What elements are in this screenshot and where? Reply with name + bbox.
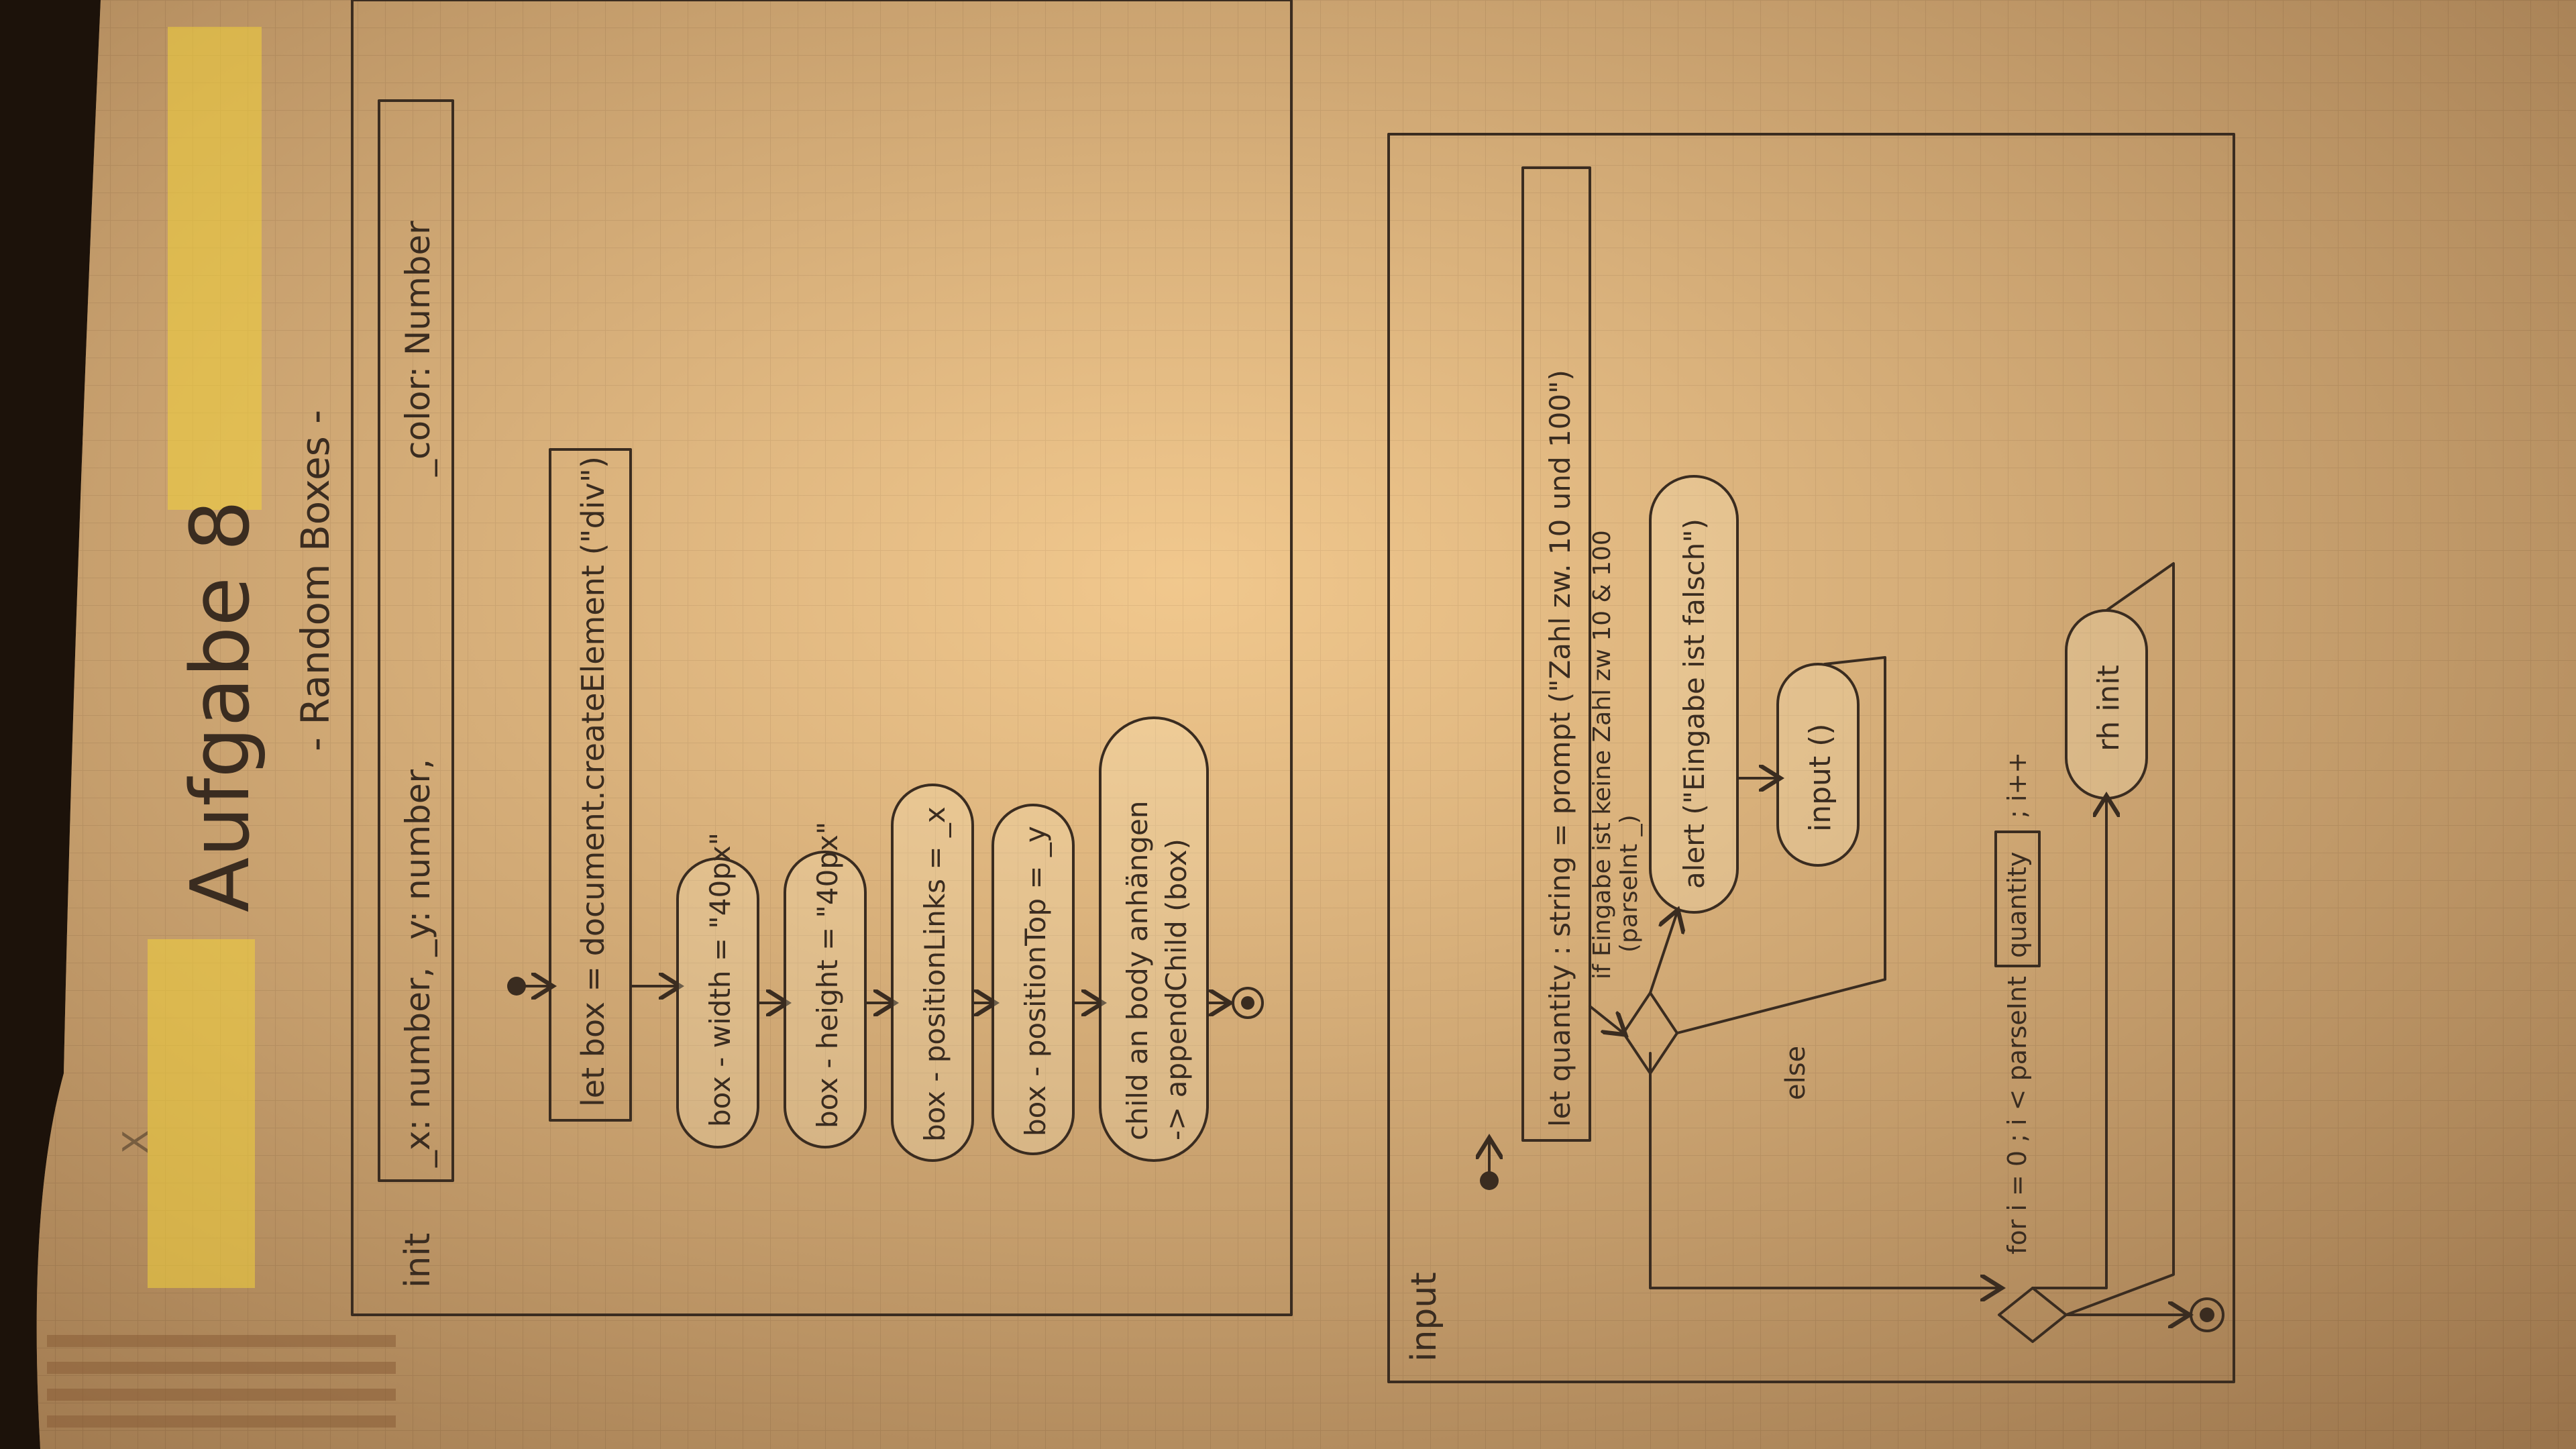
input-prompt-action xyxy=(1521,166,1591,1142)
init-step-top xyxy=(991,804,1075,1155)
input-loop-guard-var-box xyxy=(1994,830,2041,967)
init-step-append xyxy=(1099,716,1209,1162)
init-color-param: _color: Number xyxy=(398,221,437,477)
init-step-append-text: child an body anhängen -> appendChild (b… xyxy=(1121,792,1193,1140)
highlighter-mark-left xyxy=(148,939,255,1288)
page-subtitle: - Random Boxes - xyxy=(292,410,338,751)
input-else-guard: else xyxy=(1780,1046,1811,1100)
input-retry-loop-edge xyxy=(1676,656,1886,1034)
rotated-page-content: Aufgabe 8 - Random Boxes - X init _x: nu… xyxy=(116,0,2235,1383)
margin-mark: X xyxy=(116,1130,156,1154)
input-end-node xyxy=(2190,1297,2224,1332)
init-end-node xyxy=(1232,987,1264,1019)
input-frame-label: input xyxy=(1404,1272,1444,1362)
init-frame xyxy=(351,0,1293,1316)
input-retry-text: input () xyxy=(1803,724,1837,833)
input-loop-back-edge xyxy=(2065,562,2175,1316)
input-loop-enter-edge xyxy=(2031,798,2106,1289)
init-create-box-text: let box = document.createElement ("div") xyxy=(575,456,611,1107)
init-frame-label: init xyxy=(398,1233,438,1288)
init-step-left xyxy=(891,784,974,1162)
init-activity-diagram: init _x: number, _y: number, _color: Num… xyxy=(351,0,1293,1316)
init-step-left-text: box - positionLinks = _x xyxy=(918,806,951,1142)
input-activity-diagram: input let quantity : string = prompt ("Z… xyxy=(1387,133,2235,1383)
input-alert-text: alert ("Eingabe ist falsch") xyxy=(1678,519,1711,889)
input-else-edge xyxy=(1649,1052,1999,1288)
init-step-width-text: box - width = "40px" xyxy=(704,833,737,1127)
paper-sheet xyxy=(36,0,2576,1449)
input-alert-action xyxy=(1649,475,1739,914)
init-start-node xyxy=(507,977,526,996)
init-step-height xyxy=(784,851,867,1148)
notebook-binding xyxy=(47,1335,396,1428)
init-step-height-text: box - height = "40px" xyxy=(811,822,844,1128)
init-create-box-action xyxy=(549,448,632,1122)
input-frame xyxy=(1387,133,2235,1383)
input-loop-guard-var: quantity xyxy=(2002,852,2032,958)
input-prompt-text: let quantity : string = prompt ("Zahl zw… xyxy=(1544,370,1576,1127)
page-title: Aufgabe 8 xyxy=(174,500,268,912)
init-params: _x: number, _y: number, xyxy=(398,759,437,1168)
input-start-node xyxy=(1480,1171,1499,1190)
input-loop-guard-end: ; i++ xyxy=(2002,752,2032,818)
init-params-box xyxy=(378,99,454,1182)
highlighter-mark-right xyxy=(168,27,262,510)
input-if-guard: if Eingabe ist keine Zahl zw 10 & 100 (p… xyxy=(1589,523,1643,979)
input-loop-guard-start: for i = 0 ; i < parseInt xyxy=(2002,976,2032,1254)
input-loop-action-text: rh init xyxy=(2092,665,2126,751)
init-step-top-text: box - positionTop = _y xyxy=(1019,826,1052,1136)
